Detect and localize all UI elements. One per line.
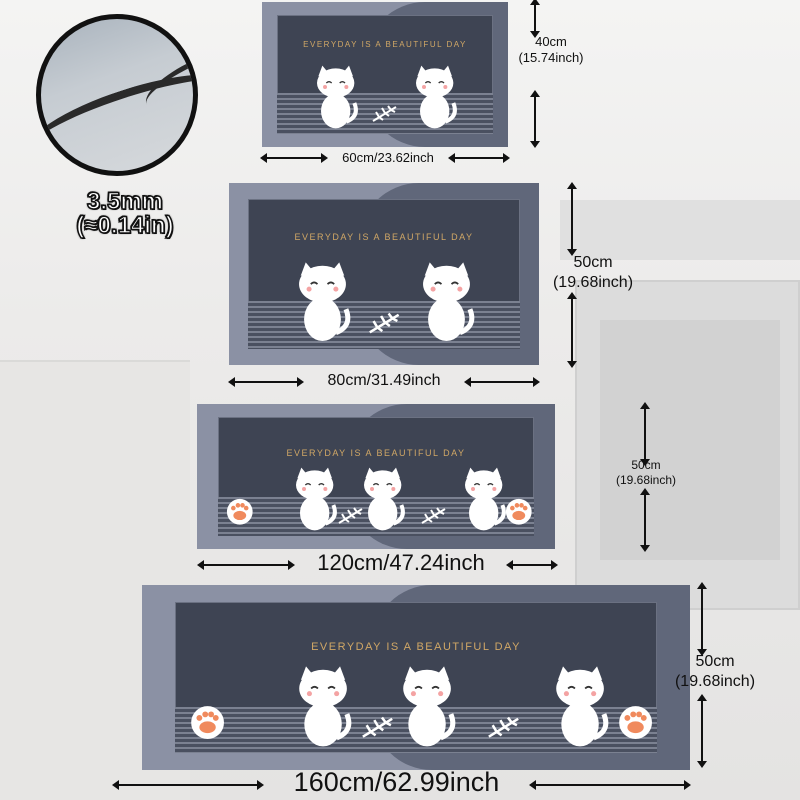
- paw-icon: [226, 498, 254, 526]
- paw-icon: [190, 705, 225, 740]
- cat-illustration: [408, 63, 461, 130]
- height-cm: 50cm: [573, 254, 613, 271]
- height-arrow: [640, 402, 650, 466]
- oven-window: [600, 320, 780, 560]
- fishbone-icon: [370, 104, 400, 124]
- mat-60x40: EVERYDAY IS A BEAUTIFUL DAY: [262, 2, 508, 147]
- paw-icon: [505, 498, 533, 526]
- cat-illustration: [309, 63, 362, 130]
- mat-slogan: EVERYDAY IS A BEAUTIFUL DAY: [286, 447, 466, 458]
- height-label: 50cm (19.68inch): [538, 253, 648, 293]
- height-cm: 40cm: [535, 34, 567, 49]
- paw-icon: [618, 705, 653, 740]
- width-arrow: [112, 780, 264, 790]
- height-label: 40cm (15.74inch): [506, 34, 596, 66]
- width-arrow: [464, 377, 540, 387]
- height-cm: 50cm: [631, 458, 661, 472]
- mat-120x50: EVERYDAY IS A BEAUTIFUL DAY: [197, 404, 555, 549]
- thickness-inch: (≈0.14in): [76, 212, 175, 239]
- cat-illustration: [356, 465, 409, 532]
- width-label: 80cm/31.49inch: [327, 372, 441, 389]
- fishbone-icon: [359, 715, 397, 741]
- width-label: 120cm/47.24inch: [317, 550, 485, 575]
- width-arrow: [506, 560, 558, 570]
- countertop: [560, 200, 800, 260]
- width-label: 160cm/62.99inch: [293, 767, 500, 797]
- height-arrow: [697, 582, 707, 656]
- thickness-closeup: [36, 14, 198, 176]
- mat-slogan: EVERYDAY IS A BEAUTIFUL DAY: [294, 232, 474, 243]
- cat-illustration: [413, 259, 480, 343]
- width-label: 60cm/23.62inch: [342, 150, 434, 165]
- height-label: 50cm (19.68inch): [660, 652, 770, 692]
- height-inch: (19.68inch): [674, 673, 756, 690]
- width-arrow: [228, 377, 304, 387]
- height-arrow: [697, 694, 707, 768]
- height-inch: (15.74inch): [518, 50, 584, 65]
- fishbone-icon: [336, 506, 366, 526]
- cat-illustration: [393, 663, 461, 748]
- height-arrow: [640, 488, 650, 552]
- height-inch: (19.68inch): [552, 274, 634, 291]
- height-arrow: [530, 90, 540, 148]
- thickness-mm: 3.5mm: [86, 188, 164, 215]
- mat-slogan: EVERYDAY IS A BEAUTIFUL DAY: [303, 39, 467, 49]
- fishbone-icon: [485, 715, 523, 741]
- thickness-label: 3.5mm (≈0.14in): [40, 188, 210, 239]
- cat-illustration: [289, 663, 357, 748]
- height-arrow: [567, 182, 577, 256]
- height-cm: 50cm: [695, 653, 735, 670]
- width-arrow: [260, 153, 328, 163]
- height-inch: (19.68inch): [615, 473, 677, 487]
- height-arrow: [530, 0, 540, 38]
- width-arrow: [197, 560, 295, 570]
- cat-illustration: [288, 465, 341, 532]
- height-label: 50cm (19.68inch): [605, 458, 687, 488]
- cat-illustration: [289, 259, 356, 343]
- cat-illustration: [457, 465, 510, 532]
- cat-illustration: [546, 663, 614, 748]
- mat-80x50: EVERYDAY IS A BEAUTIFUL DAY: [229, 183, 539, 365]
- mat-slogan: EVERYDAY IS A BEAUTIFUL DAY: [311, 640, 521, 653]
- fishbone-icon: [419, 506, 449, 526]
- width-arrow: [529, 780, 691, 790]
- width-arrow: [448, 153, 510, 163]
- fishbone-icon: [366, 311, 404, 336]
- height-arrow: [567, 292, 577, 368]
- mat-160x50: EVERYDAY IS A BEAUTIFUL DAY: [142, 585, 690, 770]
